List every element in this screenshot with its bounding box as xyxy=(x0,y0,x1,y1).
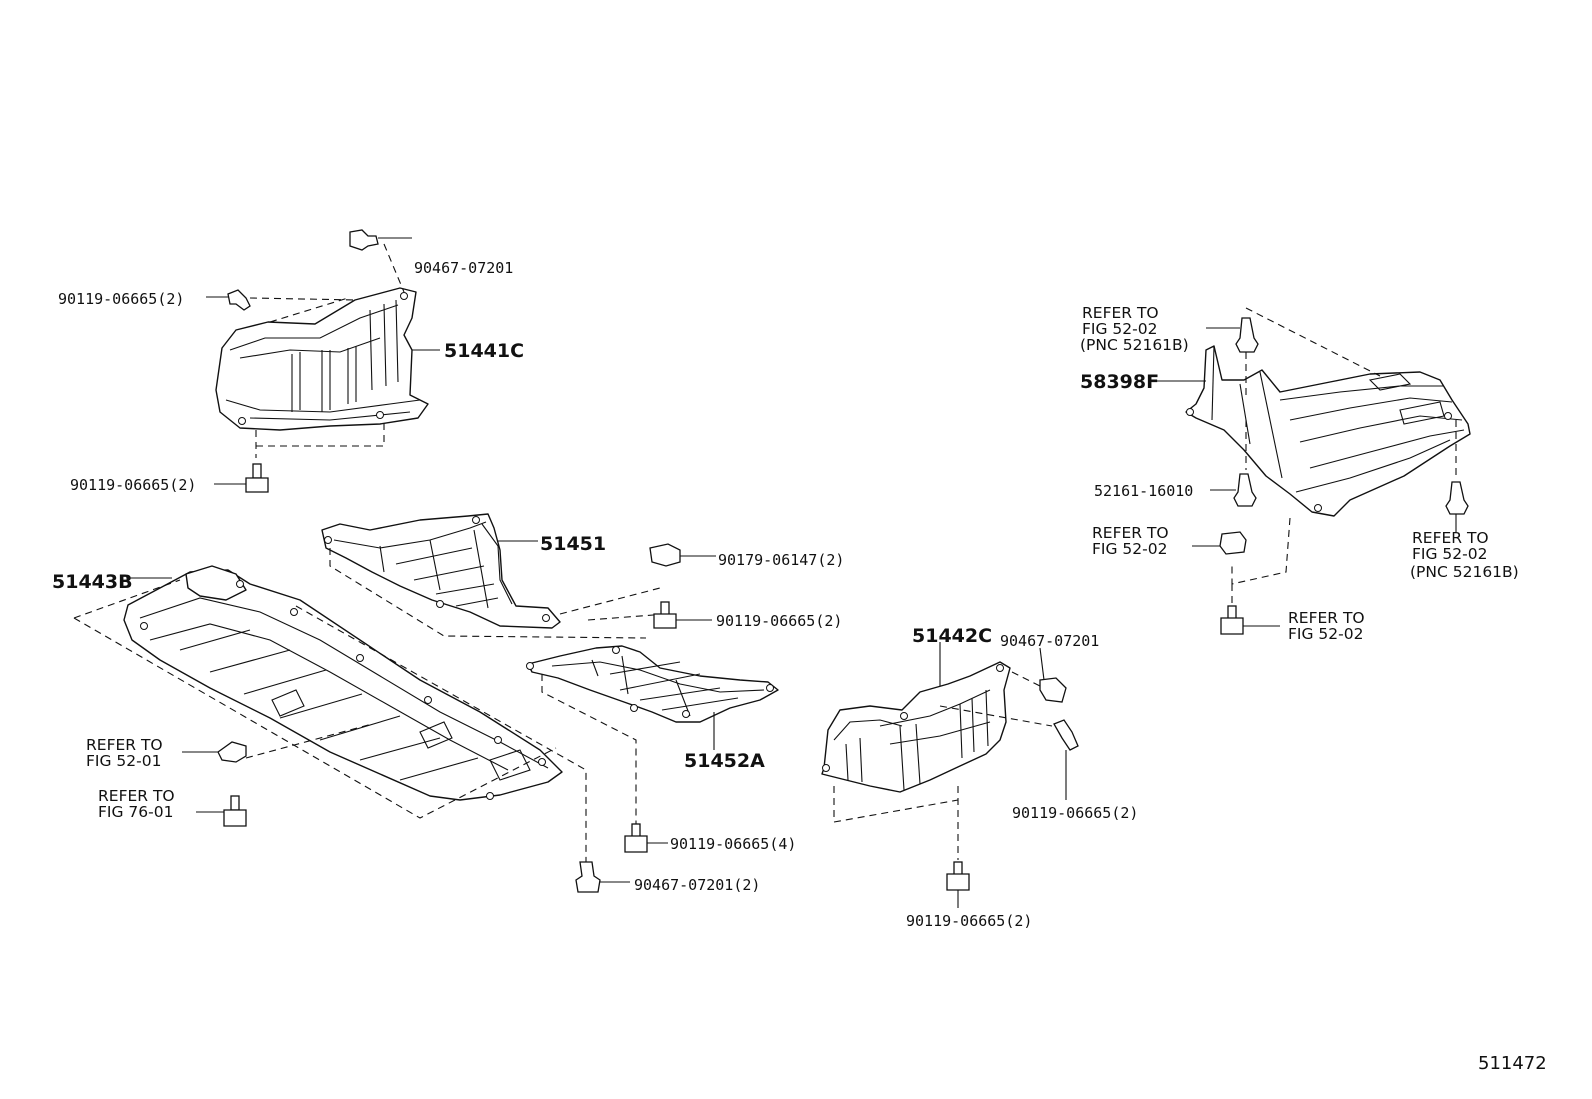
grommet-refer-52-02-icon[interactable] xyxy=(1219,531,1247,555)
label-90119-06665-b[interactable]: 90119-06665(2) xyxy=(70,476,196,494)
label-90179-06147[interactable]: 90179-06147(2) xyxy=(718,551,844,569)
svg-text:FIG 52-02: FIG 52-02 xyxy=(1082,320,1157,338)
label-90119-06665-e[interactable]: 90119-06665(2) xyxy=(1012,804,1138,822)
label-90119-06665-a[interactable]: 90119-06665(2) xyxy=(58,290,184,308)
part-51451-cover[interactable] xyxy=(321,513,561,629)
svg-text:(PNC 52161B): (PNC 52161B) xyxy=(1410,563,1519,581)
part-51443B-cover[interactable] xyxy=(123,565,563,801)
clip-90467-07201-icon[interactable] xyxy=(349,229,379,251)
svg-text:FIG 76-01: FIG 76-01 xyxy=(98,803,173,821)
bolt-90119-06665-4-icon[interactable] xyxy=(624,823,648,853)
label-90119-06665-c[interactable]: 90119-06665(2) xyxy=(716,612,842,630)
bolt-90119-06665-center-icon[interactable] xyxy=(653,601,677,629)
refer-note-upper-right-1[interactable]: REFER TO FIG 52-02 (PNC 52161B) xyxy=(1080,304,1189,354)
clip-52161-16010-icon[interactable] xyxy=(1233,473,1257,507)
label-51451[interactable]: 51451 xyxy=(540,533,606,555)
part-51452A-cover[interactable] xyxy=(526,645,779,723)
part-51441C-cover[interactable] xyxy=(215,287,429,431)
label-90119-06665-d[interactable]: 90119-06665(4) xyxy=(670,835,796,853)
bolt-90119-06665-upper-icon[interactable] xyxy=(227,289,251,311)
svg-text:(PNC 52161B): (PNC 52161B) xyxy=(1080,336,1189,354)
svg-text:FIG 52-02: FIG 52-02 xyxy=(1412,545,1487,563)
label-51441C[interactable]: 51441C xyxy=(444,340,524,362)
label-52161-16010[interactable]: 52161-16010 xyxy=(1094,482,1193,500)
label-90467-07201-c[interactable]: 90467-07201 xyxy=(1000,632,1099,650)
illustration-id: 511472 xyxy=(1478,1053,1547,1074)
label-90467-07201-b[interactable]: 90467-07201(2) xyxy=(634,876,760,894)
label-51442C[interactable]: 51442C xyxy=(912,625,992,647)
bolt-90119-06665-lower-icon[interactable] xyxy=(245,463,269,493)
svg-text:REFER TO: REFER TO xyxy=(1288,609,1365,627)
label-51443B[interactable]: 51443B xyxy=(52,571,133,593)
label-90119-06665-f[interactable]: 90119-06665(2) xyxy=(906,912,1032,930)
clip-52161b-right-icon[interactable] xyxy=(1445,481,1469,515)
bolt-90119-06665-right-icon[interactable] xyxy=(1053,719,1079,751)
refer-note-upper-right-2[interactable]: REFER TO FIG 52-02 (PNC 52161B) xyxy=(1410,529,1519,581)
svg-text:REFER TO: REFER TO xyxy=(1082,304,1159,322)
refer-note-grommet[interactable]: REFER TO FIG 52-02 xyxy=(1092,524,1169,558)
label-58398F[interactable]: 58398F xyxy=(1080,371,1159,393)
label-51452A[interactable]: 51452A xyxy=(684,750,765,772)
clip-90467-07201-2-icon[interactable] xyxy=(575,861,601,893)
clip-90467-07201-right-icon[interactable] xyxy=(1039,677,1067,703)
svg-text:FIG 52-01: FIG 52-01 xyxy=(86,752,161,770)
svg-text:REFER TO: REFER TO xyxy=(1412,529,1489,547)
clip-52161b-upper-icon[interactable] xyxy=(1235,317,1259,353)
label-90467-07201-top[interactable]: 90467-07201 xyxy=(414,259,513,277)
refer-note-clip-left[interactable]: REFER TO FIG 52-01 xyxy=(86,736,163,770)
part-51442C-cover[interactable] xyxy=(821,661,1011,793)
svg-text:FIG 52-02: FIG 52-02 xyxy=(1092,540,1167,558)
part-58398F-cover[interactable] xyxy=(1185,345,1471,517)
clip-refer-52-01-icon[interactable] xyxy=(217,741,247,763)
svg-text:FIG 52-02: FIG 52-02 xyxy=(1288,625,1363,643)
bolt-refer-52-02-icon[interactable] xyxy=(1220,605,1244,635)
svg-text:REFER TO: REFER TO xyxy=(1092,524,1169,542)
refer-note-bolt-right[interactable]: REFER TO FIG 52-02 xyxy=(1288,609,1365,643)
refer-note-bolt-left[interactable]: REFER TO FIG 76-01 xyxy=(98,787,175,821)
svg-text:REFER TO: REFER TO xyxy=(98,787,175,805)
bolt-90119-06665-bottom-right-icon[interactable] xyxy=(946,861,970,891)
bolt-refer-76-01-icon[interactable] xyxy=(223,795,247,827)
svg-text:REFER TO: REFER TO xyxy=(86,736,163,754)
nut-90179-06147-icon[interactable] xyxy=(649,543,681,567)
